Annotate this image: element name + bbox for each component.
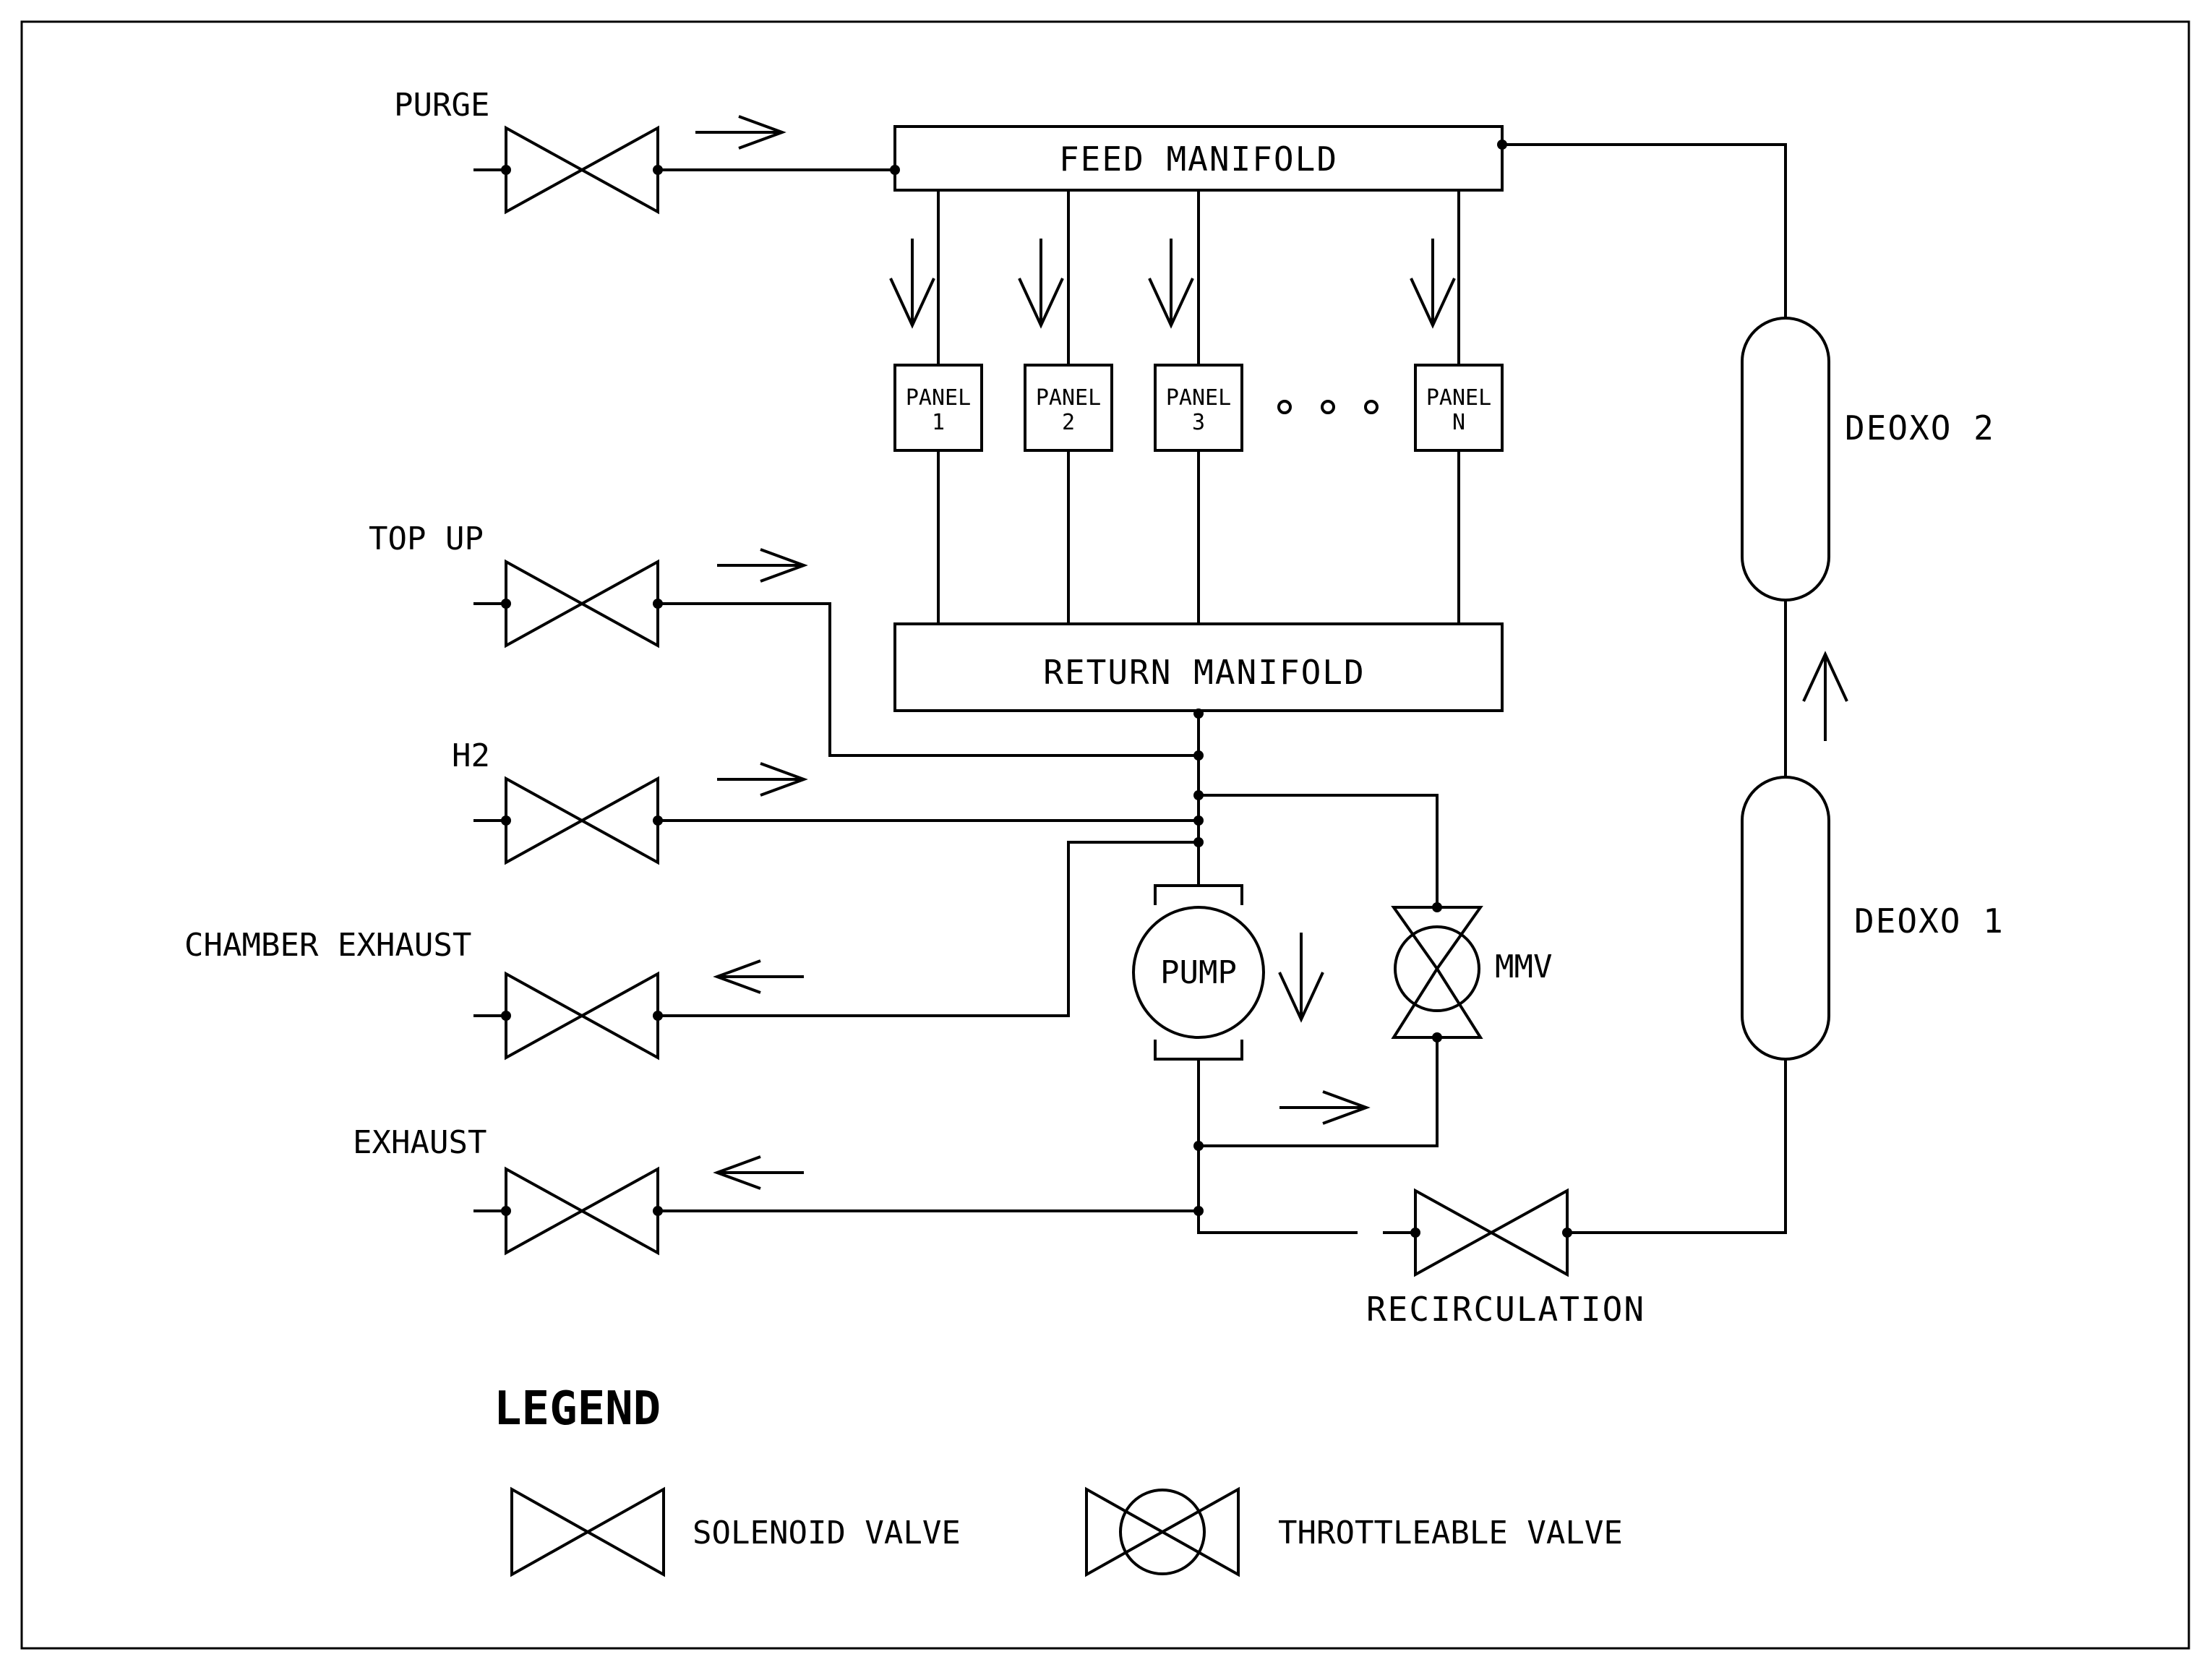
pump-flow-arrow <box>1278 931 1324 1021</box>
svg-text:1: 1 <box>932 410 945 435</box>
mmv-label: MMV <box>1495 949 1552 985</box>
h2-label: H2 <box>452 737 490 774</box>
svg-text:PANEL: PANEL <box>1166 385 1231 411</box>
top-up-label: TOP UP <box>369 521 484 557</box>
panel-feed-arrow <box>1410 237 1456 327</box>
feed-manifold-label: FEED MANIFOLD <box>1059 140 1338 179</box>
panel-2[interactable]: PANEL 2 <box>1024 364 1113 452</box>
mmv-throttle-valve[interactable] <box>1391 902 1483 1042</box>
svg-text:3: 3 <box>1192 410 1205 435</box>
mmv-return-line <box>1199 1037 1439 1147</box>
h2-flow-arrow <box>716 762 805 797</box>
legend-throttleable-valve-icon <box>1085 1486 1240 1577</box>
svg-text:N: N <box>1452 410 1465 435</box>
panel-feed-arrow <box>1018 237 1064 327</box>
chamber-exhaust-line <box>658 841 1199 1017</box>
mmv-branch-line <box>1199 794 1439 907</box>
top-up-flow-arrow <box>716 548 805 583</box>
pump[interactable]: PUMP <box>1132 884 1265 1061</box>
return-manifold-label: RETURN MANIFOLD <box>1043 653 1365 692</box>
legend-throttleable-label: THROTTLEABLE VALVE <box>1278 1515 1623 1551</box>
svg-text:2: 2 <box>1062 410 1075 435</box>
exhaust-flow-arrow <box>716 1155 805 1190</box>
legend-solenoid-valve-icon <box>510 1486 665 1577</box>
chamber-exhaust-valve[interactable] <box>472 972 664 1059</box>
deoxo-feed-line <box>1502 143 1787 318</box>
legend-solenoid-label: SOLENOID VALVE <box>693 1515 961 1551</box>
svg-text:PANEL: PANEL <box>906 385 971 411</box>
purge-flow-arrow <box>694 115 784 150</box>
purge-label: PURGE <box>394 87 489 124</box>
deoxo-2-vessel[interactable] <box>1741 317 1830 601</box>
panel-3[interactable]: PANEL 3 <box>1154 364 1243 452</box>
top-up-valve[interactable] <box>472 560 664 647</box>
drawing-border <box>20 20 2190 1650</box>
panel-feed-arrow <box>1148 237 1194 327</box>
deoxo-2-label: DEOXO 2 <box>1845 408 1995 448</box>
mmv-return-flow-arrow <box>1278 1090 1368 1125</box>
ellipsis-dots <box>1277 400 1379 414</box>
deoxo-flow-arrow <box>1802 653 1848 742</box>
exhaust-label: EXHAUST <box>353 1124 486 1161</box>
svg-text:PANEL: PANEL <box>1036 385 1101 411</box>
svg-text:PANEL: PANEL <box>1426 385 1491 411</box>
pump-label: PUMP <box>1160 954 1237 991</box>
panel-feed-arrow <box>889 237 935 327</box>
recirculation-label: RECIRCULATION <box>1366 1290 1645 1329</box>
recirculation-return-line <box>1567 1059 1787 1234</box>
h2-valve[interactable] <box>472 777 664 864</box>
deoxo-1-vessel[interactable] <box>1741 776 1830 1061</box>
purge-valve[interactable] <box>472 127 664 213</box>
panel-n[interactable]: PANEL N <box>1414 364 1504 452</box>
chamber-exhaust-label: CHAMBER EXHAUST <box>184 927 471 964</box>
legend-title: LEGEND <box>494 1382 661 1436</box>
exhaust-valve[interactable] <box>472 1168 664 1254</box>
top-up-line <box>658 602 1199 757</box>
chamber-exhaust-flow-arrow <box>716 959 805 994</box>
deoxo-1-label: DEOXO 1 <box>1854 902 2005 941</box>
panel-1[interactable]: PANEL 1 <box>893 364 983 452</box>
recirculation-valve[interactable] <box>1381 1189 1574 1276</box>
recirculation-line <box>1197 1211 1358 1234</box>
